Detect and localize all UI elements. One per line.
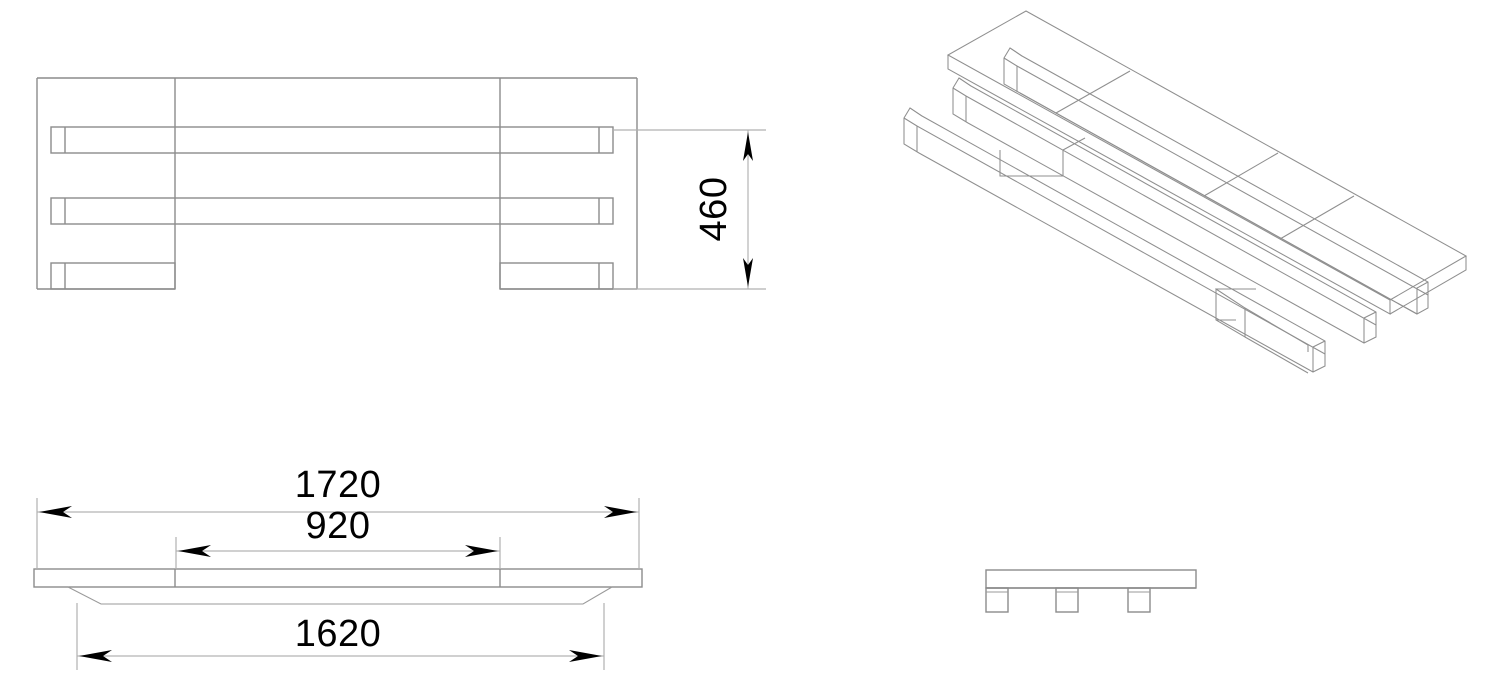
iso-crossblock-right (1215, 288, 1309, 374)
iso-runner-front (903, 107, 1326, 373)
foot-block-right (499, 262, 614, 290)
iso-runner-front-chamfer-a (909, 107, 923, 117)
side-feet (985, 587, 1151, 613)
plan-deck-slab (33, 568, 643, 588)
dim-460-arrow-bottom (743, 258, 753, 287)
iso-runner-front-end-cap (1312, 340, 1326, 372)
iso-crossblock-left (999, 137, 1086, 177)
dim-1620-label: 1620 (295, 613, 382, 655)
dim-920-arrow-left (178, 545, 211, 557)
iso-crossblock-left-face (999, 150, 1064, 177)
iso-deck-seam-2 (1203, 152, 1279, 197)
iso-deck-seam-3 (1279, 195, 1355, 240)
dimension-460: 460 (613, 129, 766, 290)
foot-block-left (50, 262, 176, 290)
iso-crossblock-right-endface (1215, 288, 1246, 338)
plan-deck-body (33, 568, 643, 605)
dim-1620-arrow-right (569, 650, 602, 662)
deck-board-upper-outline (50, 126, 614, 154)
front-outer-body (36, 77, 638, 289)
iso-runner-middle (952, 77, 1377, 344)
iso-crossblock-right-lower-edge (1244, 336, 1309, 374)
dimension-1720: 1720 (36, 464, 640, 569)
iso-crossblock-right-long-edge (1244, 307, 1309, 352)
iso-crossblock-left-top-edge (1062, 137, 1086, 151)
iso-runner-rear-chamfer-a (1009, 47, 1023, 57)
iso-runner-middle-end-cap (1363, 311, 1377, 343)
iso-runner-middle-body (952, 77, 1377, 344)
front-foot-blocks (50, 262, 614, 290)
dim-1720-label: 1720 (295, 464, 382, 506)
view-side-elevation (985, 569, 1197, 613)
view-plan: 1720 920 1620 (33, 464, 643, 670)
dim-460-label: 460 (693, 177, 735, 242)
front-deck-board-middle (50, 197, 614, 225)
iso-deck-slab (946, 10, 1468, 315)
deck-board-middle-outline (50, 197, 614, 225)
dim-1720-arrow-left (39, 506, 72, 518)
iso-runner-rear-body (1003, 47, 1429, 315)
iso-runner-middle-chamfer-a (958, 77, 972, 87)
dimension-1620: 1620 (76, 603, 605, 670)
side-foot-right (1127, 587, 1151, 613)
iso-runner-rear-end-cap (1416, 281, 1429, 314)
view-isometric (903, 10, 1468, 374)
iso-runner-rear-inner-edge (1003, 57, 1429, 296)
iso-deck-seam-1 (1055, 70, 1131, 114)
dim-920-label: 920 (306, 505, 371, 547)
view-front-elevation: 460 (36, 77, 766, 290)
iso-runner-rear-bottom-edge (1019, 92, 1418, 315)
iso-deck-edge-thickness (947, 55, 1391, 315)
iso-deck-right-thickness (1389, 256, 1467, 315)
dimension-920: 920 (175, 505, 501, 569)
plan-deck-skirt (67, 586, 613, 605)
dim-1720-arrow-right (604, 506, 637, 518)
dim-460-arrow-top (743, 132, 753, 161)
iso-runner-front-inner-edge (903, 117, 1326, 355)
side-deck-slab (985, 569, 1197, 589)
dim-1620-arrow-left (79, 650, 112, 662)
side-foot-middle (1055, 587, 1079, 613)
iso-runner-rear (1003, 47, 1429, 315)
front-deck-board-upper (50, 126, 614, 154)
side-foot-left (985, 587, 1009, 613)
dim-920-arrow-right (465, 545, 498, 557)
